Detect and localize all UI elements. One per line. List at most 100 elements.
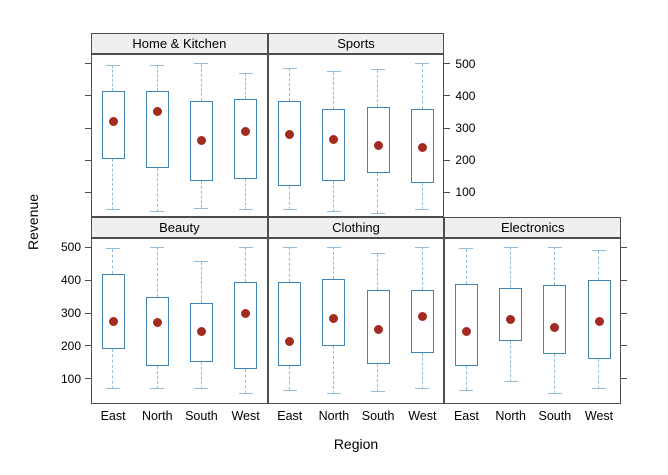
median-dot (417, 311, 427, 321)
x-tick-label: West (231, 408, 260, 423)
median-dot (152, 107, 162, 117)
box-whisker-cap-lower (326, 210, 341, 212)
box-whisker-upper (244, 247, 246, 282)
y-tick-label: 500 (60, 240, 81, 255)
box-whisker-upper (554, 247, 556, 286)
y-tick-mark (621, 312, 628, 314)
facet-strip-home-kitchen: Home & Kitchen (91, 33, 268, 54)
y-tick-mark (85, 159, 91, 161)
box-whisker-lower (333, 345, 335, 394)
x-tick-label: East (100, 408, 126, 423)
y-tick-label: 300 (60, 306, 81, 321)
y-tick-mark (621, 378, 628, 380)
box-whisker-cap-upper (194, 62, 209, 64)
box-whisker-upper (377, 70, 379, 108)
x-tick-label: West (584, 408, 614, 423)
box-whisker-lower (465, 365, 467, 391)
y-tick-mark (85, 95, 91, 97)
facet-strip-electronics: Electronics (444, 216, 622, 238)
box-iqr (322, 278, 346, 346)
box-whisker-cap-lower (238, 209, 253, 211)
median-dot (594, 316, 604, 326)
box-whisker-cap-upper (415, 62, 430, 64)
box-whisker-upper (377, 253, 379, 291)
x-tick-label: South (538, 408, 572, 423)
box-whisker-upper (156, 65, 158, 91)
box-whisker-cap-upper (415, 246, 430, 248)
y-tick-label: 300 (455, 121, 476, 135)
box-whisker-upper (112, 249, 114, 274)
box-iqr (499, 288, 523, 342)
x-tick-label: North (318, 408, 350, 423)
y-tick-label: 400 (60, 273, 81, 288)
median-dot (285, 129, 295, 139)
box-whisker-upper (421, 247, 423, 291)
y-tick-mark (85, 345, 91, 347)
box-whisker-lower (509, 341, 511, 383)
box-whisker-cap-upper (459, 248, 474, 250)
x-tick-label: East (277, 408, 303, 423)
facet-strip-beauty: Beauty (91, 216, 268, 238)
median-dot (506, 315, 516, 325)
box-whisker-lower (289, 185, 291, 211)
box-whisker-upper (598, 250, 600, 281)
y-tick-mark (85, 279, 91, 281)
y-tick-mark (85, 378, 91, 380)
box-whisker-cap-upper (106, 64, 121, 66)
box-whisker-cap-upper (547, 246, 562, 248)
y-tick-mark (85, 127, 91, 129)
box-whisker-cap-lower (371, 391, 386, 393)
y-tick-label: 100 (455, 185, 476, 200)
x-tick-label: South (361, 408, 395, 423)
box-whisker-cap-upper (150, 64, 165, 66)
y-tick-mark (621, 345, 628, 347)
box-whisker-lower (377, 364, 379, 392)
box-whisker-upper (289, 247, 291, 282)
box-iqr (234, 99, 258, 180)
box-whisker-cap-lower (238, 392, 253, 394)
y-tick-mark (444, 95, 451, 97)
box-whisker-cap-lower (592, 387, 606, 389)
x-axis-title: Region (333, 436, 379, 452)
box-whisker-lower (421, 182, 423, 211)
y-tick-mark (444, 63, 451, 65)
y-tick-mark (85, 63, 91, 65)
box-whisker-upper (333, 247, 335, 279)
box-whisker-cap-lower (547, 392, 562, 394)
box-whisker-lower (112, 349, 114, 389)
x-tick-label: North (495, 408, 526, 423)
median-dot (108, 316, 118, 326)
x-tick-label: North (141, 408, 173, 423)
x-tick-label: South (185, 408, 218, 423)
box-whisker-lower (156, 168, 158, 212)
box-whisker-cap-lower (150, 210, 165, 212)
box-whisker-upper (421, 63, 423, 109)
box-whisker-cap-lower (415, 209, 430, 211)
box-whisker-upper (509, 247, 511, 289)
box-whisker-lower (244, 368, 246, 394)
box-whisker-cap-lower (106, 387, 121, 389)
box-whisker-cap-upper (503, 246, 518, 248)
y-tick-label: 400 (455, 88, 476, 103)
box-whisker-cap-lower (503, 381, 518, 383)
box-iqr (278, 100, 302, 186)
box-whisker-lower (200, 181, 202, 209)
y-tick-mark (444, 127, 451, 129)
box-iqr (145, 91, 169, 169)
y-tick-label: 100 (60, 371, 81, 386)
box-whisker-upper (156, 247, 158, 297)
box-whisker-lower (156, 365, 158, 389)
box-whisker-cap-upper (371, 69, 386, 71)
median-dot (196, 136, 206, 146)
box-iqr (278, 281, 302, 366)
x-tick-label: East (453, 408, 479, 423)
box-whisker-cap-upper (371, 253, 386, 255)
box-whisker-upper (112, 65, 114, 91)
y-tick-mark (621, 279, 628, 281)
y-tick-mark (444, 159, 451, 161)
box-whisker-upper (333, 71, 335, 109)
box-iqr (101, 273, 125, 350)
box-whisker-lower (598, 359, 600, 389)
y-tick-mark (444, 191, 451, 193)
box-whisker-upper (289, 68, 291, 101)
